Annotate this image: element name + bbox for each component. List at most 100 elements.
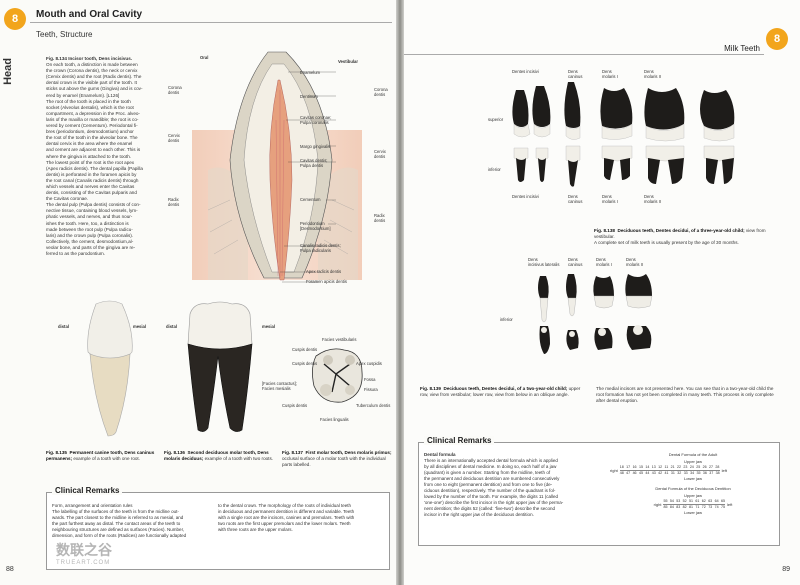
tooth-number: 16 <box>632 465 637 469</box>
fig138-desc: view from vestibular. A complete set of … <box>594 228 766 245</box>
tooth-label: Dens molaris I <box>596 257 612 267</box>
tooth-label: Dens molaris II <box>626 257 643 267</box>
header-rule-right <box>404 54 764 55</box>
fig134-text-line: ferred to as the parodontium. <box>46 251 105 256</box>
clinical-remarks-col2: to the dental crown. The morphology of t… <box>218 503 355 532</box>
label-vestibular: Vestibular <box>338 59 359 64</box>
adult-formula-table: Dental Formula of the Adult Upper jaw ri… <box>610 452 776 515</box>
dental-formula-text: There is an internationally accepted den… <box>424 458 564 517</box>
decid-left-label: left <box>726 502 733 507</box>
decid-right-label: right <box>653 502 662 507</box>
fig134-text-line: dental crown is the visible part of the … <box>46 80 137 86</box>
tooth-number: 22 <box>677 465 682 469</box>
fig134-text-line: the root of the tooth in the alveolar bo… <box>46 135 138 141</box>
adult-upper-jaw: Upper jaw <box>683 459 702 464</box>
fig137-caption: Fig. 8.137 First molar tooth, Dens molar… <box>282 450 394 467</box>
decid-formula-title: Dental Formula of the Deciduous Dentitio… <box>655 486 731 491</box>
clinical-remarks-box-right <box>418 442 780 546</box>
tooth-number: 74 <box>714 505 719 509</box>
fig138-num: Fig. 8.138 <box>594 228 615 233</box>
tooth-number: 81 <box>689 505 694 509</box>
label-inferior: inferior <box>488 167 501 172</box>
tooth-number: 35 <box>696 471 701 475</box>
tooth-number: 47 <box>626 471 631 475</box>
fig134-text-line: dentis, consisting of the Cavitas pulpar… <box>46 190 137 196</box>
tooth-number: 48 <box>619 471 624 475</box>
tooth-number: 14 <box>645 465 650 469</box>
tooth-number: 37 <box>709 471 714 475</box>
fig138-teeth-image <box>512 82 735 187</box>
canine-tooth-image <box>87 300 133 437</box>
tooth-number: 43 <box>651 471 656 475</box>
fig137-num: Fig. 8.137 <box>282 450 303 455</box>
fig134-text-line: and cement are adjacent to each other. T… <box>46 147 141 153</box>
tooth-number: 73 <box>708 505 713 509</box>
label-cervix-left: Cervix dentis <box>168 133 180 143</box>
label-cavitas-dentis: Cavitas dentis; Pulpa dentis <box>300 158 328 168</box>
label-cementum: Cementum <box>300 197 321 202</box>
fig134-text-line: dentis) is perforated in the foramen api… <box>46 171 137 177</box>
fig134-text-line: Fig. 8.134 Incisor tooth, Dens incisivus… <box>46 56 133 61</box>
label-periodontium: Periodontium [Desmodontium] <box>300 221 331 231</box>
fig139-teeth-image <box>538 274 653 354</box>
fig136-distal: distal <box>166 324 177 329</box>
fig137-label: Fissura <box>364 387 378 392</box>
tooth-number: 71 <box>695 505 700 509</box>
label-enamelum: Enamelum <box>300 70 321 75</box>
fig138-title: Deciduous teeth, Dentes decidui, of a th… <box>617 228 745 233</box>
fig139-desc: upper row, view from vestibular; lower r… <box>420 386 581 397</box>
chapter-title: Mouth and Oral Cavity <box>36 9 143 20</box>
tooth-number: 11 <box>664 465 669 469</box>
tooth-number: 52 <box>682 499 687 503</box>
fig136-caption: Fig. 8.136 Second deciduous molar tooth,… <box>164 450 280 462</box>
label-radix-right: Radix dentis <box>374 213 386 223</box>
right-header: Milk Teeth <box>724 44 760 53</box>
fig138-caption: Fig. 8.138 Deciduous teeth, Dentes decid… <box>594 228 784 245</box>
fig134-text-line: ishes the tooth. Here, too, a distinctio… <box>46 220 129 226</box>
fig139-title: Deciduous teeth, Dentes decidui, of a tw… <box>443 386 568 391</box>
fig136-title: Second deciduous molar tooth, Dens molar… <box>164 450 269 461</box>
fig137-label: Facies vestibularis <box>322 337 357 342</box>
tooth-number: 53 <box>676 499 681 503</box>
fig134-text-line: veolar bone, and parts of the gingiva ar… <box>46 244 136 250</box>
decid-lower-jaw: Lower jaw <box>683 510 702 515</box>
tooth-number: 42 <box>658 471 663 475</box>
fig135-num: Fig. 8.135 <box>46 450 67 455</box>
label-superior: superior <box>488 117 504 122</box>
fig136-mesial: mesial <box>262 324 276 329</box>
label-inferior-2: inferior <box>500 317 513 322</box>
tooth-number: 31 <box>670 471 675 475</box>
tooth-number: 84 <box>669 505 674 509</box>
fig137-label: Apex cuspidis <box>356 361 382 366</box>
fig134-text-line: laris) and the crown pulp (Pulpa coronal… <box>46 232 134 238</box>
tooth-number: 51 <box>689 499 694 503</box>
fig134-text-line: phatic vessels, and nerves, and thus nou… <box>46 214 133 220</box>
tooth-number: 18 <box>619 465 624 469</box>
tooth-label: Dens molaris II <box>644 194 661 204</box>
fig135-title: Permanent canine tooth, Dens caninus per… <box>46 450 155 461</box>
fig134-text-line: the root canal (Canalis radicis dentis) … <box>46 177 139 183</box>
label-radix-left: Radix dentis <box>168 197 180 207</box>
fig134-text-line: the Cavitas coronae. <box>46 196 89 202</box>
book-gutter <box>396 0 404 585</box>
tooth-number: 64 <box>714 499 719 503</box>
tooth-label: Dentes incisivi <box>512 194 539 199</box>
tooth-label: Dens molaris I <box>602 194 618 204</box>
fig134-text-line: The dental pulp (Pulpa dentis) consists … <box>46 202 141 208</box>
tooth-label: Dens incisivus lateralis <box>528 257 560 267</box>
fig-134-text: Fig. 8.134 Incisor tooth, Dens incisivus… <box>46 56 158 257</box>
tooth-number: 32 <box>677 471 682 475</box>
clinical-remarks-col1: Form, arrangement and orientation rules … <box>52 503 187 538</box>
adult-formula-title: Dental Formula of the Adult <box>668 452 718 457</box>
fig137-label: Fossa <box>364 377 376 382</box>
tooth-number: 17 <box>626 465 631 469</box>
fig134-text-line: the crown (Corona dentis), the neck or c… <box>46 68 138 74</box>
tooth-number: 12 <box>658 465 663 469</box>
fig135-distal: distal <box>58 324 69 329</box>
fig134-text-line: sticks out above the gums (Gingiva) and … <box>46 86 143 92</box>
left-page: 8 Mouth and Oral Cavity Teeth, Structure… <box>0 0 396 585</box>
occlusal-molar-image <box>312 348 363 403</box>
fig137-label: Facies lingualis <box>320 417 349 422</box>
fig139-note: The medial incisors are not presented he… <box>596 386 774 403</box>
